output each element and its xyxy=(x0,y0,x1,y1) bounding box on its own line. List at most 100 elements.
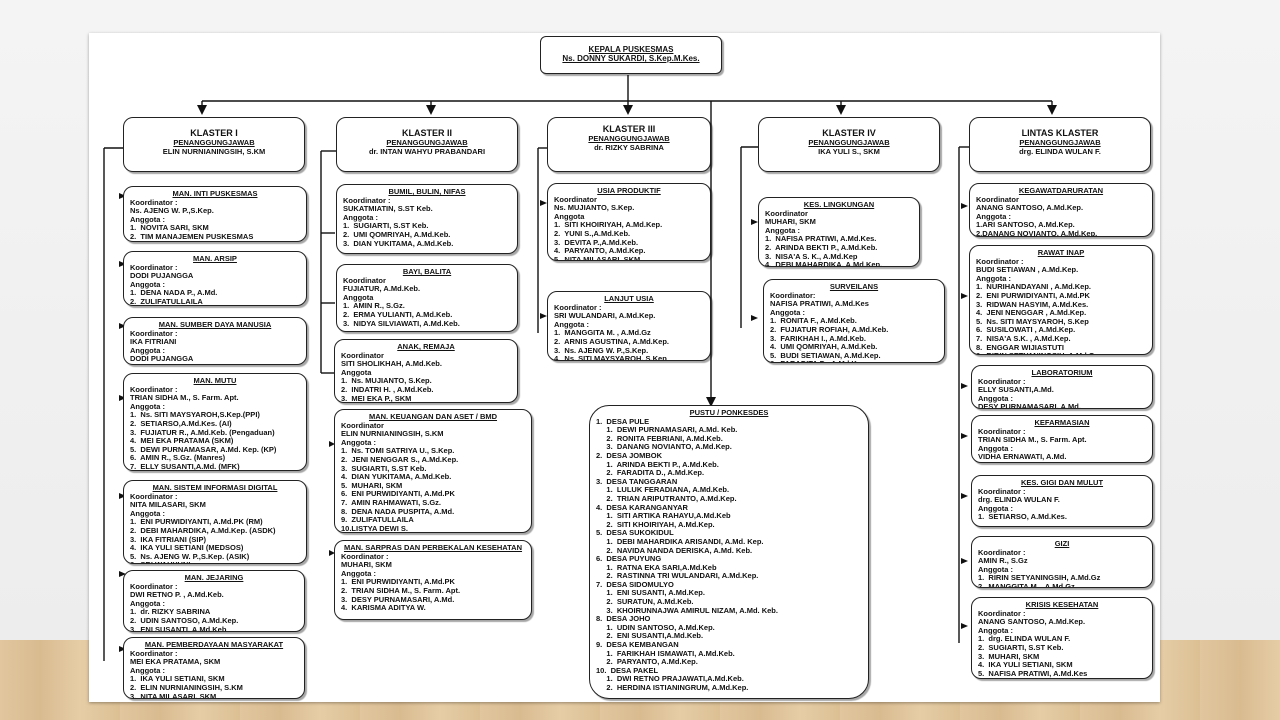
unit-line: Anggota : xyxy=(130,345,165,355)
unit-line: 1. NOVITA SARI, SKM xyxy=(130,223,209,233)
unit-title: KRISIS KESEHATAN xyxy=(1025,600,1099,609)
unit-line: Koordinator : xyxy=(343,195,391,205)
unit-line: 3. NIDYA SILVIAWATI, A.Md.Keb. xyxy=(343,318,460,328)
lintas-klaster-role: PENANGGUNGJAWAB xyxy=(1019,138,1101,147)
unit-line: 9. DESA KEMBANGAN xyxy=(596,640,679,650)
unit-line: Anggota xyxy=(343,292,374,302)
unit-line: AMIN R., S.Gz xyxy=(978,556,1028,566)
unit-line: 6. SRI WAHYUNI xyxy=(130,561,300,563)
unit-line: 6. ENI PURWIDIYANTI, A.Md.PK xyxy=(341,489,455,499)
unit-line: SITI SHOLIKHAH, A.Md.Keb. xyxy=(341,359,442,369)
unit-line: 1. NURIHANDAYANI , A.Md.Kep. xyxy=(976,282,1092,292)
unit-title: BAYI, BALITA xyxy=(402,267,452,276)
unit-line: 2. TRIAN ARIPUTRANTO, A.Md.Kep. xyxy=(596,493,737,503)
unit-line: Anggota : xyxy=(130,214,165,224)
klaster-1-title: KLASTER I xyxy=(190,128,238,138)
unit-line: BUDI SETIAWAN , A.Md.Kep. xyxy=(976,265,1079,275)
unit-line: Anggota : xyxy=(976,211,1011,221)
unit-line: 2. DESA JOMBOK xyxy=(596,450,662,460)
unit-title: MAN. ARSIP xyxy=(193,254,237,263)
klaster-4-name: IKA YULI S., SKM xyxy=(818,146,880,156)
unit-line: DWI RETNO P. , A.Md.Keb. xyxy=(130,590,224,600)
unit-line: 3. DESY PURNAMASARI, A.Md. xyxy=(341,594,455,604)
unit-line: Anggota xyxy=(341,367,372,377)
unit-line: 2. INDATRI H. , A.Md.Keb. xyxy=(341,384,434,394)
klaster-4-role: PENANGGUNGJAWAB xyxy=(808,138,890,147)
unit-line: 2. MANGGITA M. , A.Md.Gz xyxy=(978,581,1075,588)
unit-title: MAN. PEMBERDAYAAN MASYARAKAT xyxy=(144,640,284,649)
unit-line: 2. SUGIARTI, S.ST Keb. xyxy=(978,642,1064,652)
unit-line: Koordinator xyxy=(343,275,386,285)
unit-line: 1. DEBI MAHARDIKA ARISANDI, A.Md. Kep. xyxy=(596,536,764,546)
unit-line: ELLY SUSANTI,A.Md. xyxy=(978,385,1054,395)
unit-line: 2. JENI NENGGAR S., A.Md.Kep. xyxy=(341,454,459,464)
klaster-2-box: KLASTER II PENANGGUNGJAWAB dr. INTAN WAH… xyxy=(336,117,518,172)
klaster-2-title: KLASTER II xyxy=(401,128,452,138)
unit-line: 2. FARADITA D., A.Md.Kep. xyxy=(596,468,705,478)
unit-line: 4. IKA YULI SETIANI, SKM xyxy=(978,660,1073,670)
unit-line: DODI PUJANGGA xyxy=(130,271,194,281)
unit-line: 7. DESA SIDOMULYO xyxy=(596,579,674,589)
unit-line: 2. ZULIFATULLAILA xyxy=(130,296,203,306)
unit-line: 6. FARADITA D., A.Md.Kep. xyxy=(770,360,938,362)
unit-line: 3. RIDWAN HASYIM, A.Md.Kes. xyxy=(976,299,1089,309)
unit-title: MAN. SUMBER DAYA MANUSIA xyxy=(158,320,272,329)
unit-title: KES. GIGI DAN MULUT xyxy=(1020,478,1104,487)
unit-line: 1. RIRIN SETYANINGSIH, A.Md.Gz xyxy=(978,573,1101,583)
klaster-3-name: dr. RIZKY SABRINA xyxy=(594,142,664,152)
unit-title: MAN. SISTEM INFORMASI DIGITAL xyxy=(152,483,278,492)
unit-line: 2. SETIARSO,A.Md.Kes. (AI) xyxy=(130,418,232,428)
unit-title: PUSTU / PONKESDES xyxy=(689,408,769,417)
unit-line: ELIN NURNIANINGSIH, S.KM xyxy=(341,429,444,439)
klaster-4-title: KLASTER IV xyxy=(822,128,876,138)
unit-line: 9. ZULIFATULLAILA xyxy=(341,515,414,525)
unit-line: IKA FITRIANI xyxy=(130,337,177,347)
unit-line: 2. ARINDA BEKTI P., A.Md.Keb. xyxy=(765,242,878,252)
unit-line: FUJIATUR, A.Md.Keb. xyxy=(343,284,421,294)
unit-line: 3. DIAN YUKITAMA, A.Md.Keb. xyxy=(343,238,454,248)
unit-line: 5. Ns. AJENG W. P.,S.Kep. (ASIK) xyxy=(130,551,250,561)
klaster-1-name: ELIN NURNIANINGSIH, S.KM xyxy=(162,146,266,156)
unit-line: Koordinator: xyxy=(770,290,816,300)
unit-line: 3. FARIKHAH I., A.Md.Keb. xyxy=(770,333,866,343)
unit-title: MAN. SARPRAS DAN PERBEKALAN KESEHATAN xyxy=(343,543,523,552)
unit-line: Koordinator : xyxy=(130,648,178,658)
unit-title: MAN. KEUANGAN DAN ASET / BMD xyxy=(368,412,498,421)
unit-line: 2. FUJIATUR ROFIAH, A.Md.Keb. xyxy=(770,324,889,334)
unit-line: 3. MUHARI, SKM xyxy=(978,651,1040,661)
unit-line: Anggota xyxy=(554,211,585,221)
unit-line: NITA MILASARI, SKM xyxy=(130,500,206,510)
unit-line: Koordinator : xyxy=(130,581,178,591)
unit-line: 1. SETIARSO, A.Md.Kes. xyxy=(978,512,1067,522)
unit-line: MUHARI, SKM xyxy=(765,217,816,227)
unit-line: NAFISA PRATIWI, A.Md.Kes xyxy=(770,299,869,309)
unit-line: 4. Ns. SITI MAYSYAROH, S.Kep xyxy=(554,354,667,361)
unit-title: ANAK, REMAJA xyxy=(397,342,455,351)
unit-line: 3. ENI SUSANTI, A.Md.Keb xyxy=(130,624,227,632)
unit-line: 1. AMIN R., S.Gz. xyxy=(343,301,405,311)
unit-line: 4. UMI QOMRIYAH, A.Md.Keb. xyxy=(770,342,878,352)
unit-line: Koordinator : xyxy=(978,426,1026,436)
unit-line: Anggota : xyxy=(978,443,1013,453)
unit-line: 1. ENI PURWIDIYANTI, A.Md.PK (RM) xyxy=(130,517,263,527)
unit-title: KEFARMASIAN xyxy=(1034,418,1090,427)
unit-title: MAN. INTI PUSKESMAS xyxy=(172,189,258,198)
unit-line: 3. FUJIATUR R., A.Md.Keb. (Pengaduan) xyxy=(130,427,275,437)
unit-line: 2. UDIN SANTOSO, A.Md.Kep. xyxy=(130,615,239,625)
unit-line: Koordinator : xyxy=(554,302,602,312)
unit-line: Koordinator : xyxy=(130,197,178,207)
connector-lines xyxy=(103,75,1057,661)
unit-line: SRI WULANDARI, A.Md.Kep. xyxy=(554,311,656,321)
unit-line: 2. PARYANTO, A.Md.Kep. xyxy=(596,657,698,667)
unit-line: Anggota : xyxy=(130,665,165,675)
unit-line: Koordinator : xyxy=(978,608,1026,618)
